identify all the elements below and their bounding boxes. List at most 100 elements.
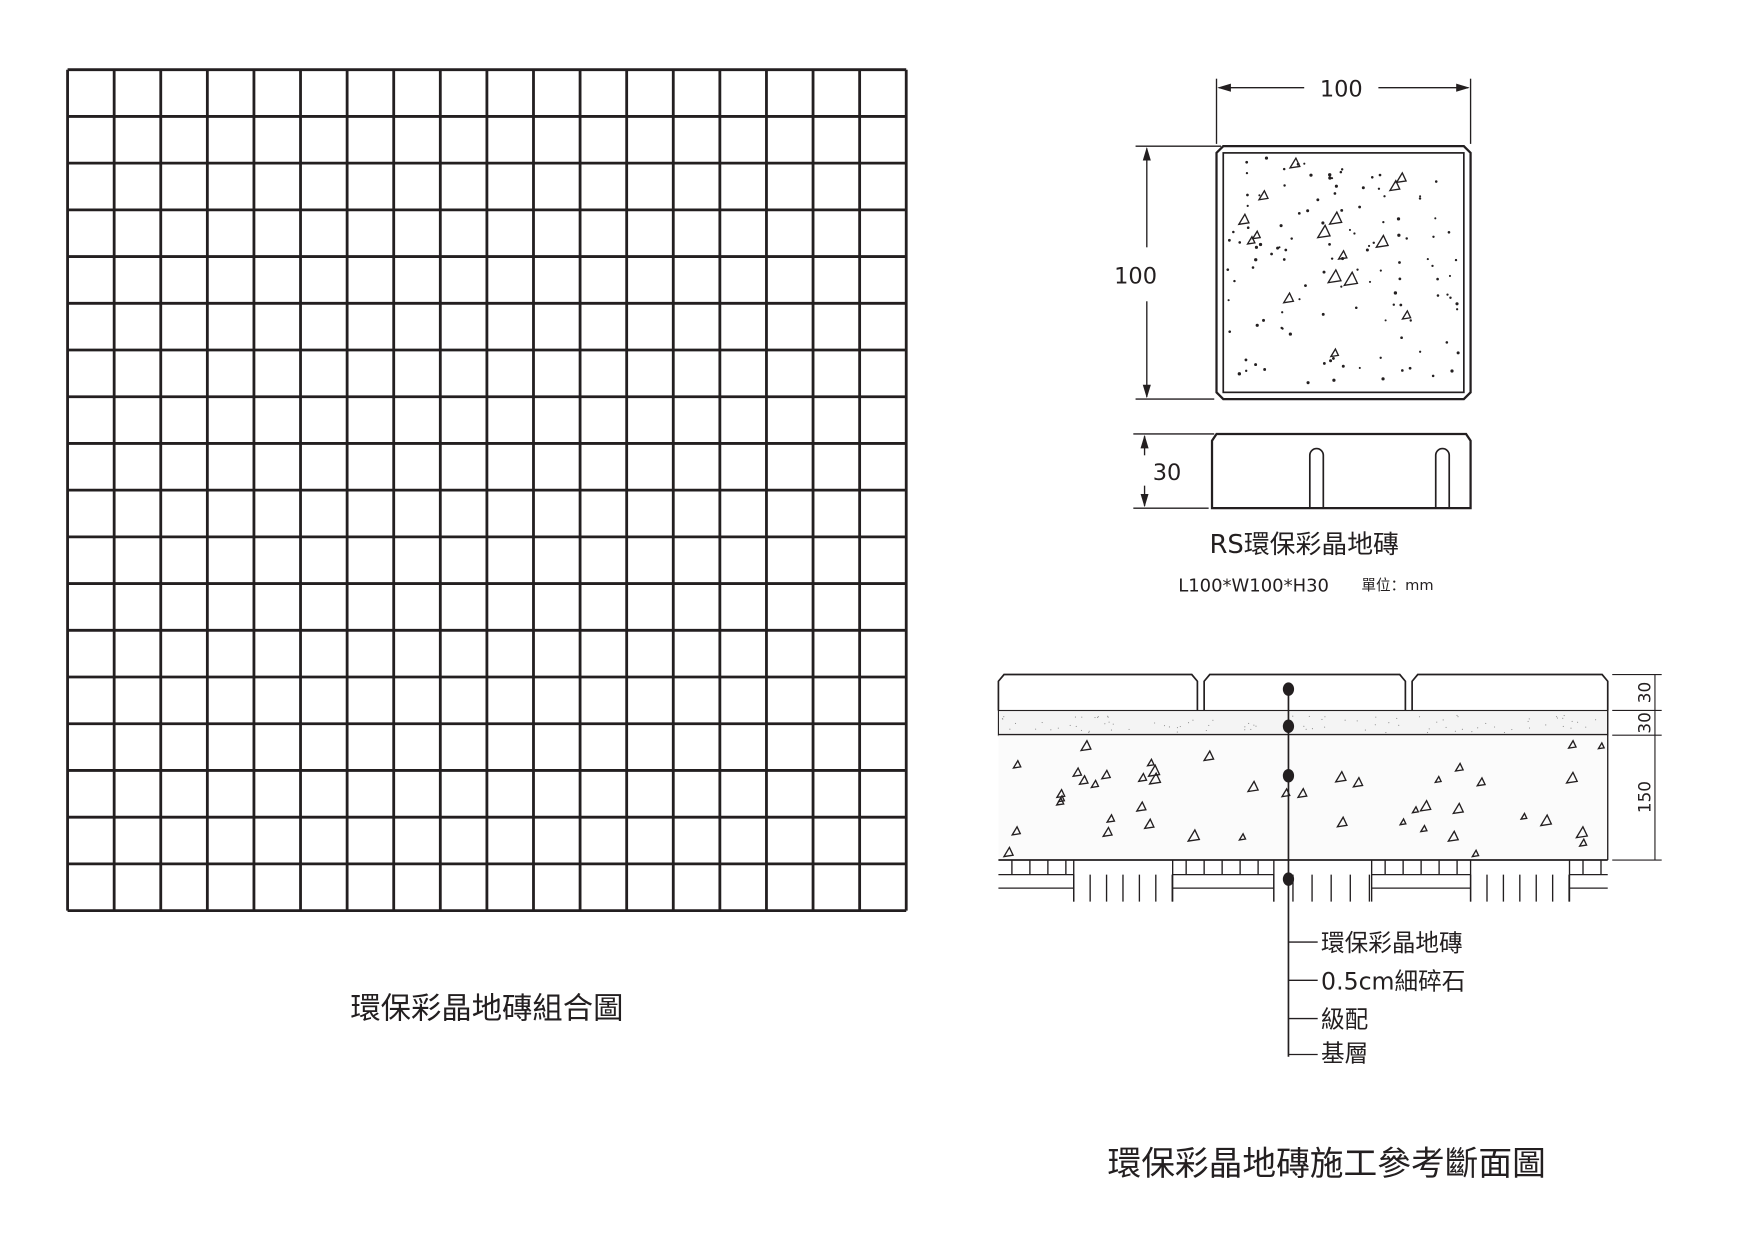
side-outline [1210, 432, 1472, 510]
speckle [1400, 336, 1403, 340]
leader-dot [1282, 768, 1295, 783]
speckle [1304, 284, 1307, 288]
speckle [1281, 311, 1284, 314]
speckle [1332, 357, 1335, 360]
aggregate-layer-dim: 150 [1634, 781, 1654, 813]
aggregate-triangle [1401, 309, 1412, 320]
speckle [1232, 230, 1235, 234]
aggregate-triangle [1451, 802, 1465, 815]
speckle [1279, 224, 1283, 228]
aggregate-triangle [1002, 846, 1015, 858]
aggregate-triangle [1454, 762, 1465, 772]
unit-label: 單位：mm [1361, 577, 1433, 594]
speckle [1397, 233, 1401, 237]
speckle [1379, 269, 1382, 272]
width-dimension: 100 [1320, 77, 1363, 103]
speckle [1426, 258, 1429, 261]
speckle [1321, 312, 1325, 316]
length-dimension: 100 [1114, 263, 1157, 289]
speckle [1368, 280, 1372, 283]
tile-spec: L100*W100*H30 [1178, 575, 1329, 596]
speckle [1276, 246, 1280, 250]
speckle [1436, 277, 1439, 281]
speckle [1329, 359, 1333, 363]
tile-grid-plan [66, 68, 908, 913]
aggregate-triangle [1475, 776, 1487, 787]
aggregate-triangle [1090, 778, 1100, 789]
aggregate-speckles [1226, 156, 1460, 385]
aggregate-triangle [1288, 156, 1301, 169]
gravel-layer-dim: 30 [1634, 712, 1654, 733]
aggregate-triangle [1334, 770, 1347, 783]
aggregate-triangle [1578, 837, 1588, 847]
speckle [1290, 237, 1293, 240]
speckle [1340, 208, 1344, 212]
aggregate-triangle [1316, 223, 1332, 239]
speckle [1367, 244, 1371, 248]
speckle [1392, 303, 1395, 306]
speckle [1328, 176, 1332, 180]
side-grooves [1308, 447, 1451, 509]
speckle [1328, 173, 1332, 177]
speckle [1316, 198, 1320, 202]
speckle [1298, 298, 1301, 301]
speckle [1270, 252, 1273, 256]
speckle [1237, 372, 1242, 376]
fine-gravel-layer [997, 709, 1609, 736]
speckle [1333, 192, 1337, 195]
aggregate-triangle [1296, 787, 1308, 799]
speckle [1454, 258, 1458, 262]
aggregate-triangle [1146, 757, 1156, 767]
speckle [1297, 211, 1301, 215]
speckle [1431, 264, 1434, 268]
tile-layer-dim: 30 [1634, 682, 1654, 703]
speckle [1328, 242, 1331, 246]
speckle [1254, 245, 1259, 249]
speckle [1383, 195, 1386, 198]
speckle [1361, 186, 1365, 190]
speckle [1446, 293, 1449, 296]
tile-side-view: 30 [1133, 432, 1472, 510]
grid-plan-title: 環保彩晶地磚組合圖 [350, 992, 623, 1027]
layer-label-gravel: 0.5cm細碎石 [1321, 967, 1465, 995]
speckle [1365, 248, 1369, 252]
speckle [1401, 369, 1404, 372]
speckle [1278, 246, 1281, 249]
speckle [1254, 258, 1258, 262]
aggregate-triangle [1135, 800, 1147, 812]
aggregate-triangle [1375, 234, 1390, 249]
speckle [1226, 268, 1230, 271]
speckle [1339, 170, 1343, 174]
speckle [1378, 173, 1382, 177]
speckle [1264, 156, 1269, 160]
speckle [1353, 232, 1356, 235]
speckle [1280, 326, 1283, 330]
speckle [1456, 351, 1460, 355]
speckle [1354, 306, 1358, 309]
speckle [1418, 197, 1422, 200]
speckle [1288, 332, 1292, 336]
speckle [1399, 303, 1403, 307]
speckle [1258, 242, 1263, 247]
aggregate-triangle [1567, 739, 1578, 750]
leader-dot [1282, 719, 1295, 733]
aggregate-triangle [1565, 770, 1579, 784]
speckle [1238, 241, 1242, 244]
speckle [1258, 194, 1261, 197]
layer-label-tile: 環保彩晶地磚 [1321, 929, 1463, 957]
speckle [1244, 358, 1248, 362]
speckle [1341, 364, 1345, 368]
graded-aggregate-layer [998, 735, 1608, 861]
speckle [1340, 285, 1343, 288]
aggregate-triangle [1057, 794, 1066, 803]
speckle [1447, 230, 1451, 234]
aggregate-triangle [1186, 828, 1201, 842]
aggregate-triangle [1419, 824, 1428, 833]
speckle [1228, 330, 1232, 334]
speckle [1348, 228, 1351, 231]
speckle [1303, 162, 1306, 165]
speckle [1332, 378, 1336, 382]
speckle [1245, 172, 1249, 175]
speckle [1431, 374, 1435, 378]
speckle [1340, 168, 1344, 171]
